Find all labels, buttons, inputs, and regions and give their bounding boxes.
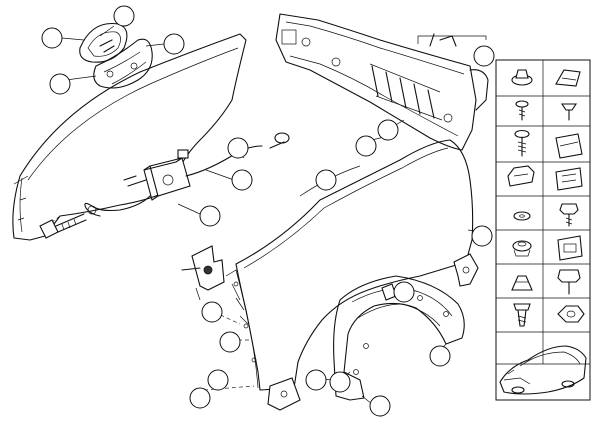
clip-strip-icon (555, 69, 581, 87)
reinforcement-bracket (275, 13, 489, 151)
callout-17 (429, 345, 451, 367)
callout-10 (201, 301, 223, 323)
callout-2 (163, 33, 185, 55)
locking-actuator (123, 149, 191, 201)
front-mount-bracket (181, 245, 225, 301)
clip-nut-icon (507, 165, 535, 187)
callout-12 (207, 369, 229, 391)
bracket-leader (417, 35, 487, 44)
callout-8 (377, 119, 399, 141)
screw-washer-icon (514, 129, 530, 157)
spring-clip-icon (555, 167, 583, 191)
washer-icon (513, 211, 531, 221)
front-wing (225, 139, 474, 391)
callout-19 (473, 45, 495, 67)
hex-screw-icon (559, 203, 579, 227)
callout-4 (231, 169, 253, 191)
lower-bracket (267, 377, 301, 411)
callout-5 (199, 205, 221, 227)
rivet-icon (560, 103, 578, 121)
speed-nut-icon (555, 133, 583, 159)
callout-14 (305, 369, 327, 391)
screw-icon (515, 100, 529, 121)
leader-lines (61, 25, 483, 405)
hex-bolt-icon (557, 269, 581, 295)
callouts (41, 5, 495, 417)
bolt-with-seal (39, 205, 97, 239)
callout-7 (355, 135, 377, 157)
callout-6 (315, 169, 337, 191)
callout-11 (219, 331, 241, 353)
callout-3 (227, 137, 249, 159)
callout-9 (471, 225, 493, 247)
rear-mount-bracket (453, 253, 479, 287)
grommet-icon (512, 240, 532, 257)
hardware-panel (495, 59, 591, 401)
expanding-rivet-icon (513, 303, 531, 327)
callout-20 (41, 27, 63, 49)
fuel-filler-flap (79, 22, 128, 63)
callout-21 (49, 73, 71, 95)
push-nut-icon (511, 69, 533, 86)
tapered-clip-icon (511, 275, 533, 291)
callout-13 (189, 387, 211, 409)
callout-18 (393, 281, 415, 303)
callout-15 (329, 371, 351, 393)
callout-1 (113, 5, 135, 27)
callout-16 (369, 395, 391, 417)
vehicle-location-icon (499, 345, 587, 395)
cage-nut-icon (557, 235, 583, 261)
hex-nut-icon (557, 305, 585, 323)
grommet-small (269, 132, 290, 149)
